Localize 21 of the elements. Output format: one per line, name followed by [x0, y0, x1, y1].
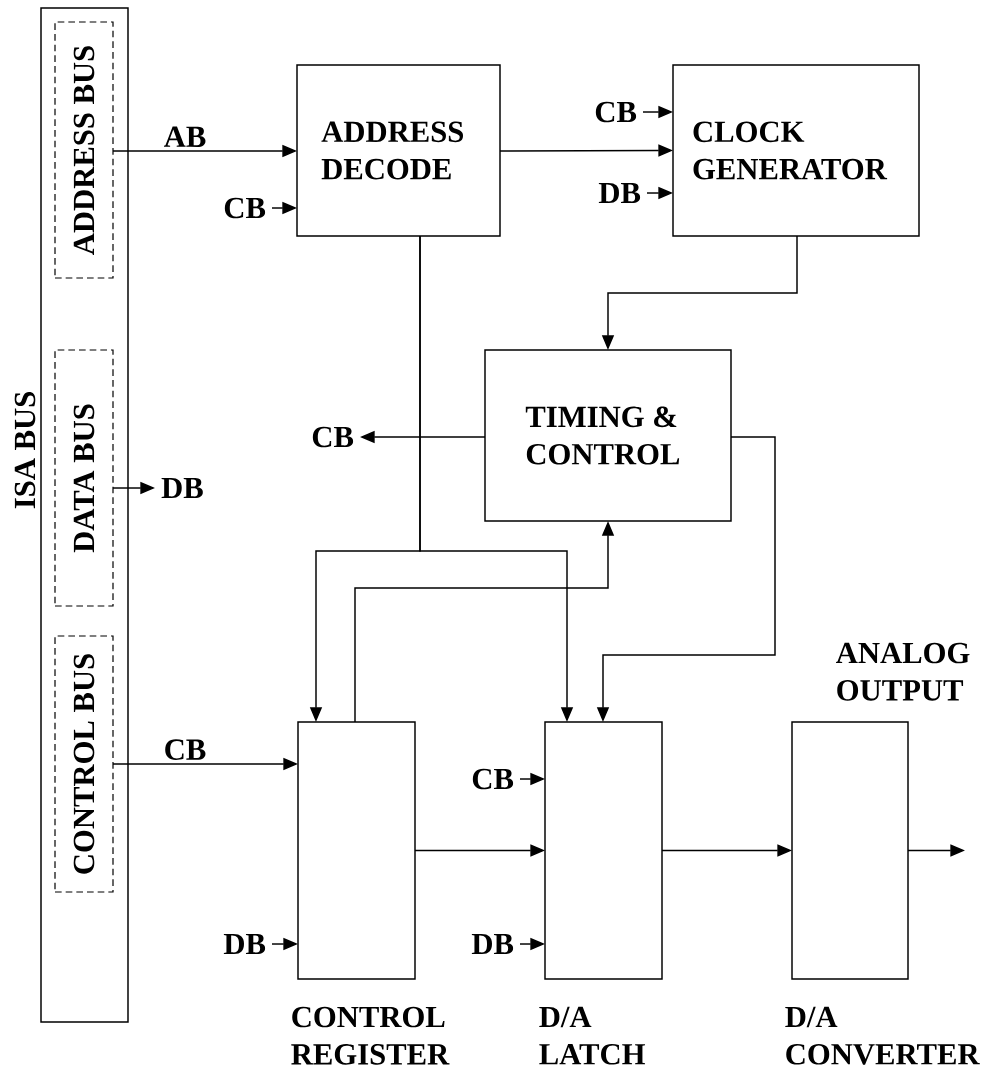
output-label: ANALOG OUTPUT	[836, 642, 970, 701]
signal-label: DB	[598, 182, 641, 204]
signal-label: DB	[161, 477, 203, 499]
signal-label: CB	[312, 426, 354, 448]
signal-label: DB	[471, 933, 514, 955]
signal-label: CB	[472, 768, 514, 790]
signal-label: DB	[223, 933, 266, 955]
bus-section-box: CONTROL BUS	[54, 635, 114, 893]
block-box: CLOCK GENERATOR	[672, 64, 920, 237]
signal-label: CB	[224, 197, 266, 219]
bus-section-box: ADDRESS BUS	[54, 21, 114, 279]
box-caption: CONTROL REGISTER	[291, 1006, 450, 1065]
block-box: TIMING & CONTROL	[484, 349, 732, 522]
box-caption: D/A CONVERTER	[785, 1006, 980, 1065]
bus-section-box: DATA BUS	[54, 349, 114, 607]
bus-heading: ISA BUS	[14, 392, 36, 509]
signal-label: CB	[595, 101, 637, 123]
box-caption: D/A LATCH	[539, 1006, 645, 1065]
edge-label: CB	[162, 738, 208, 762]
block-box: ADDRESS DECODE	[296, 64, 501, 237]
edge-label: AB	[162, 125, 208, 149]
